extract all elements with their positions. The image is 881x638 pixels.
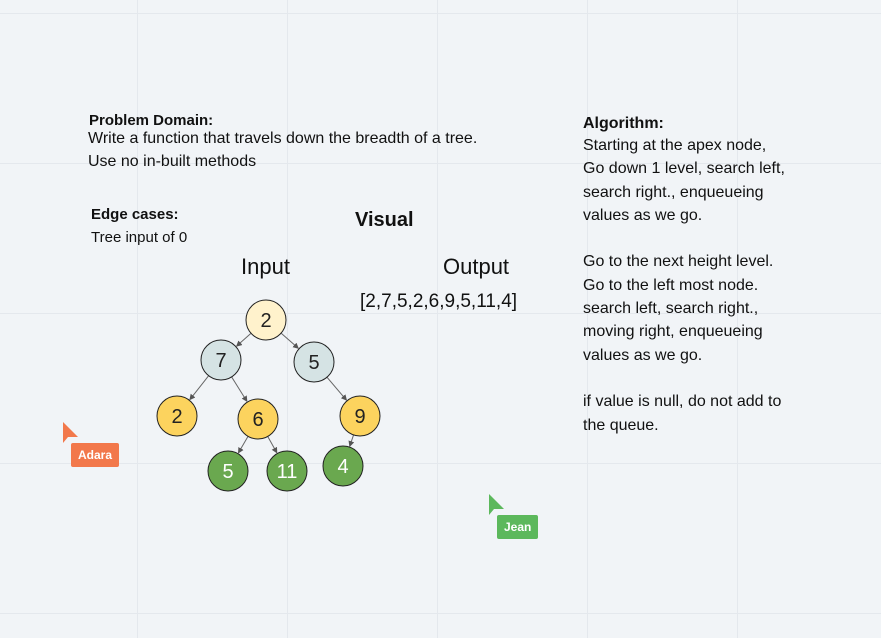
algorithm-line: values as we go.: [583, 206, 703, 224]
algorithm-line: Go to the left most node.: [583, 276, 759, 294]
edge-cases-text: Tree input of 0: [91, 229, 188, 246]
problem-domain-line-2: Use no in-built methods: [88, 153, 257, 170]
collaborator-tag-adara: Adara: [71, 443, 120, 467]
tree-node-circle: [293, 341, 335, 383]
tree-node-value: 2: [171, 406, 182, 428]
tree-node-lrl: 5: [207, 450, 249, 492]
tree-edge-root-r: [280, 332, 299, 349]
tree-node-circle: [200, 339, 242, 381]
output-label: Output: [443, 254, 510, 279]
tree-node-circle: [237, 398, 279, 440]
tree-node-circle: [207, 450, 249, 492]
tree-node-circle: [156, 395, 198, 437]
tree-node-circle: [322, 445, 364, 487]
cursor-adara-pointer-icon: [62, 421, 80, 445]
algorithm-line: [583, 227, 785, 250]
tree-edge-r-rr: [326, 376, 348, 401]
algorithm-line: moving right, enqueueing: [583, 323, 763, 341]
tree-node-lr: 6: [237, 398, 279, 440]
input-label: Input: [241, 254, 290, 279]
algorithm-line: Starting at the apex node,: [583, 137, 767, 154]
tree-node-rrl: 4: [322, 445, 364, 487]
algorithm-line: search left, search right.,: [583, 300, 759, 318]
tree-node-circle: [245, 299, 287, 341]
tree-node-circle: [266, 450, 308, 492]
visual-title: Visual: [355, 209, 414, 231]
edge-cases-heading: Edge cases:: [91, 206, 179, 223]
algorithm-line: if value is null, do not add to: [583, 393, 782, 411]
tree-edge-lr-lrr: [267, 436, 278, 454]
algorithm-text: Starting at the apex node, Go down 1 leve…: [583, 134, 785, 437]
tree-node-value: 5: [308, 352, 319, 374]
tree-node-ll: 2: [156, 395, 198, 437]
problem-domain-line-1: Write a function that travels down the b…: [88, 130, 478, 147]
tree-edge-rr-rrl: [348, 434, 355, 448]
tree-node-value: 7: [215, 350, 226, 372]
tree-node-lrr: 11: [266, 450, 308, 492]
algorithm-line: Go down 1 level, search left,: [583, 160, 785, 178]
tree-node-circle: [339, 395, 381, 437]
cursor-jean-pointer-icon: [488, 493, 506, 517]
tree-node-value: 9: [354, 406, 365, 428]
algorithm-line: Go to the next height level.: [583, 253, 774, 271]
tree-node-l: 7: [200, 339, 242, 381]
tree-edge-l-lr: [231, 376, 248, 403]
algorithm-line: the queue.: [583, 416, 659, 434]
tree-edge-l-ll: [189, 375, 210, 401]
tree-node-value: 2: [260, 310, 271, 332]
algorithm-heading: Algorithm:: [583, 115, 664, 132]
tree-node-rr: 9: [339, 395, 381, 437]
collaborator-tag-jean: Jean: [497, 515, 539, 539]
problem-domain-heading: Problem Domain:: [89, 112, 214, 129]
tree-node-r: 5: [293, 341, 335, 383]
algorithm-line: search right., enqueueing: [583, 183, 764, 201]
tree-edge-root-l: [235, 332, 252, 347]
tree-node-value: 5: [222, 461, 233, 483]
tree-node-value: 11: [277, 461, 298, 483]
tree-node-value: 6: [252, 409, 263, 431]
tree-node-root: 2: [245, 299, 287, 341]
algorithm-line: values as we go.: [583, 346, 703, 364]
tree-node-value: 4: [337, 456, 348, 478]
output-value: [2,7,5,2,6,9,5,11,4]: [360, 291, 518, 312]
algorithm-line: [583, 367, 785, 390]
tree-edge-lr-lrl: [237, 436, 249, 454]
